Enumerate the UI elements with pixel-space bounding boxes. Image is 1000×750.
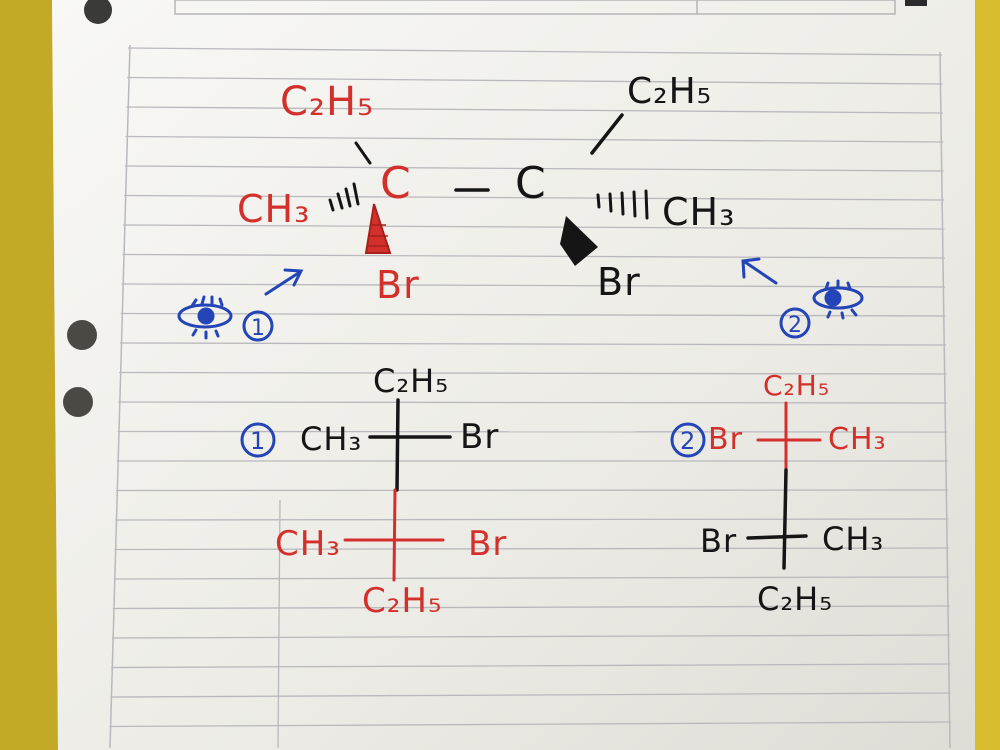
ruled-line (113, 576, 950, 580)
left-c2h5-bond (354, 141, 372, 165)
left-br-label: Br (376, 263, 420, 307)
viewpoint-1-arrow (264, 270, 302, 296)
left-dash-bond (328, 182, 360, 212)
fischer-1-bottom-down: C₂H₅ (362, 581, 443, 621)
ruled-line (119, 371, 947, 375)
fischer-2-top-up: C₂H₅ (763, 369, 830, 402)
fischer-projection-1: 1 C₂H₅ CH₃ Br CH₃ Br C₂H₅ (240, 362, 507, 621)
ruled-line (115, 518, 949, 521)
fischer-1-top-left: CH₃ (300, 420, 362, 458)
left-ch3-label: CH₃ (237, 187, 310, 231)
ruled-line (119, 342, 947, 346)
fischer-1-bottom-vertical (392, 488, 397, 582)
viewpoint-2-marker (779, 307, 811, 339)
left-c2h5-label: C₂H₅ (280, 79, 374, 125)
wedge-dash-structure: C₂H₅ C CH₃ Br C C₂H₅ CH₃ (237, 71, 735, 307)
fischer-2-bottom-vertical (782, 468, 788, 570)
ruled-line (112, 605, 950, 610)
ruled-line (109, 721, 952, 728)
binder-hole (84, 0, 112, 24)
eye-icon (812, 279, 864, 320)
viewpoint-2-arrowhead (741, 257, 761, 279)
ruled-line (123, 194, 945, 201)
ruled-line (125, 135, 944, 143)
inner-column-line (277, 499, 281, 749)
right-carbon-label: C (515, 158, 547, 209)
right-dash-bond (596, 189, 649, 220)
ruled-line (111, 663, 951, 669)
margin-line (109, 44, 131, 749)
fischer-2-top-left: Br (708, 422, 743, 457)
right-br-label: Br (597, 260, 641, 304)
ruled-line (127, 76, 943, 85)
header-box (174, 0, 896, 15)
fischer-2-bottom-down: C₂H₅ (757, 580, 833, 618)
ruled-line (126, 106, 943, 114)
left-wedge-bond (364, 203, 392, 254)
viewpoint-2 (741, 257, 864, 339)
ruled-line (117, 430, 948, 433)
fischer-1-bottom-left: CH₃ (275, 524, 341, 564)
ruled-line (123, 224, 945, 230)
fischer-2-bottom-right: CH₃ (822, 520, 884, 558)
ruled-lines (109, 47, 952, 728)
viewpoint-1 (177, 268, 304, 342)
corner-mark (905, 0, 927, 6)
left-carbon-label: C (380, 158, 412, 209)
paper-shade (52, 0, 975, 750)
fischer-2-marker (670, 422, 706, 458)
ruled-line (122, 253, 945, 259)
margin-line-right (939, 51, 951, 749)
right-c2h5-bond (590, 113, 624, 155)
fischer-projection-2: 2 C₂H₅ Br CH₃ Br CH₃ C₂H₅ (670, 369, 887, 618)
viewpoint-1-marker (242, 310, 274, 342)
eye-icon (177, 295, 233, 340)
right-c2h5-label: C₂H₅ (627, 71, 712, 112)
fischer-2-bottom-left: Br (700, 522, 737, 560)
ruled-line (115, 489, 949, 492)
fischer-2-top-right: CH₃ (828, 422, 887, 457)
ruled-line (121, 283, 946, 288)
ruled-line (111, 634, 951, 639)
binder-hole (63, 387, 93, 417)
fischer-1-top-right: Br (460, 417, 499, 457)
viewpoint-2-arrow (743, 260, 778, 285)
fischer-1-top-vertical (395, 398, 400, 492)
ruled-line (127, 47, 943, 56)
fischer-1-marker-number: 1 (250, 427, 266, 455)
right-ch3-label: CH₃ (662, 190, 735, 234)
viewpoint-1-arrowhead (283, 268, 304, 287)
viewpoint-2-number: 2 (788, 313, 803, 338)
right-wedge-bond (560, 216, 598, 266)
ruled-line (124, 165, 944, 172)
fischer-1-bottom-right: Br (468, 524, 507, 564)
fischer-2-bottom-horizontal (746, 534, 808, 540)
ruled-line (118, 401, 947, 404)
fischer-1-top-up: C₂H₅ (373, 362, 449, 400)
fischer-2-marker-number: 2 (680, 427, 696, 455)
folder-shadow (0, 0, 60, 750)
binder-hole (67, 320, 97, 350)
ruled-line (114, 547, 949, 551)
viewpoint-1-number: 1 (251, 316, 266, 341)
ruled-line (110, 692, 951, 698)
fischer-1-marker (240, 422, 276, 458)
